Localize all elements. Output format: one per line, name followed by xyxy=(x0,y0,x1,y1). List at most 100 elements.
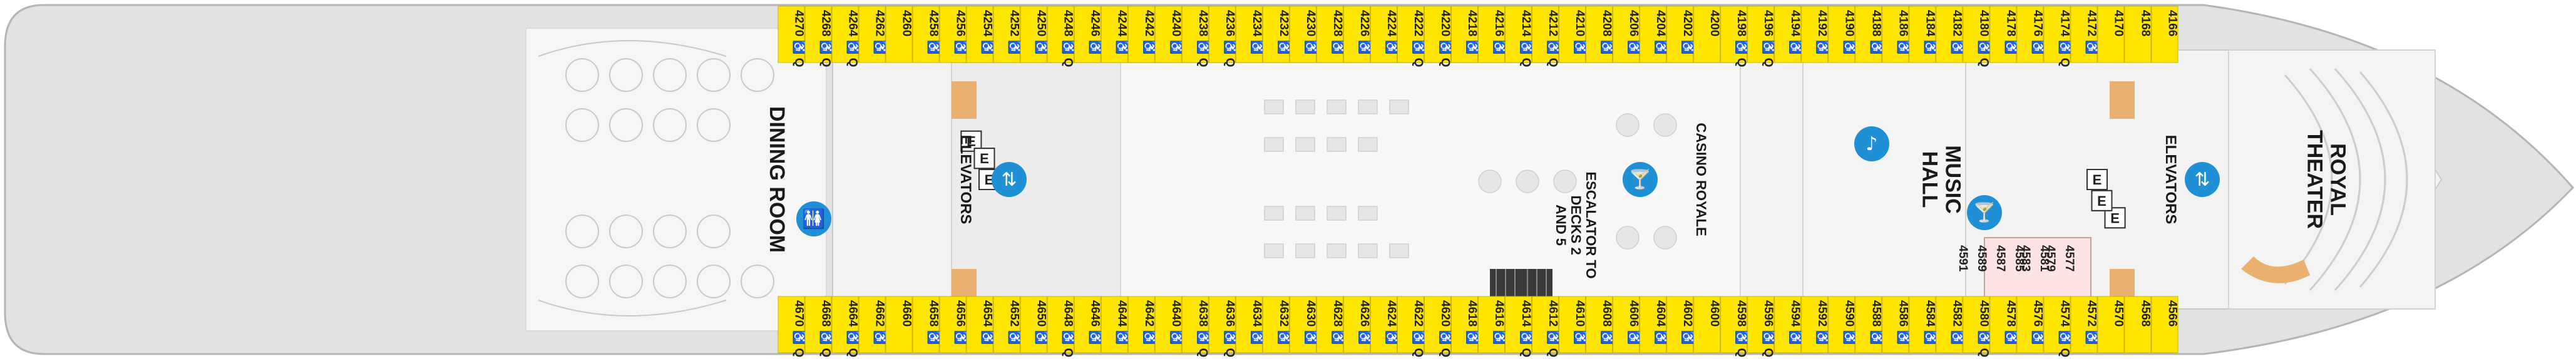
bottom-cabin[interactable]: 4578 ♿ xyxy=(1989,296,2019,353)
top-cabin[interactable]: 4234 ♿ xyxy=(1235,6,1265,63)
top-cabin[interactable]: 4254 ♿ xyxy=(966,6,995,63)
top-cabin[interactable]: 4268 ♿ Q xyxy=(804,6,834,67)
bottom-cabin[interactable]: 4664 ♿ Q xyxy=(831,296,861,357)
bottom-cabin[interactable]: 4580 ♿ Q xyxy=(1963,296,1992,357)
bottom-cabin[interactable]: 4566 xyxy=(2151,296,2179,353)
inner-cabin-number[interactable]: 4577 xyxy=(2063,245,2076,271)
bottom-cabin[interactable]: 4660 xyxy=(885,296,913,353)
bottom-cabin[interactable]: 4668 ♿ Q xyxy=(804,296,834,357)
top-cabin[interactable]: 4176 ♿ xyxy=(2016,6,2046,63)
top-cabin[interactable]: 4206 ♿ xyxy=(1613,6,1642,63)
bottom-cabin[interactable]: 4652 ♿ xyxy=(993,296,1022,353)
top-cabin[interactable]: 4216 ♿ xyxy=(1478,6,1507,63)
top-cabin[interactable]: 4174 ♿ Q xyxy=(2043,6,2073,67)
bottom-cabin[interactable]: 4646 ♿ xyxy=(1074,296,1103,353)
bottom-cabin[interactable]: 4568 xyxy=(2124,296,2152,353)
bottom-cabin[interactable]: 4640 ♿ xyxy=(1154,296,1184,353)
top-cabin[interactable]: 4270 ♿ Q xyxy=(777,6,807,67)
top-cabin[interactable]: 4256 ♿ xyxy=(939,6,968,63)
top-cabin[interactable]: 4264 ♿ Q xyxy=(831,6,861,67)
top-cabin[interactable]: 4192 ♿ xyxy=(1801,6,1830,63)
bottom-cabin[interactable]: 4650 ♿ xyxy=(1020,296,1049,353)
bottom-cabin[interactable]: 4586 ♿ xyxy=(1882,296,1911,353)
bottom-cabin[interactable]: 4596 ♿ Q xyxy=(1747,296,1777,357)
top-cabin[interactable]: 4212 ♿ Q xyxy=(1532,6,1561,67)
bottom-cabin[interactable]: 4600 xyxy=(1693,296,1722,353)
bottom-cabin[interactable]: 4636 ♿ Q xyxy=(1208,296,1238,357)
top-cabin[interactable]: 4190 ♿ xyxy=(1828,6,1857,63)
bottom-cabin[interactable]: 4572 ♿ xyxy=(2070,296,2100,353)
inner-cabin-number[interactable]: 4581 xyxy=(2038,245,2051,272)
inner-cabin-number[interactable]: 4579 xyxy=(2044,245,2057,271)
top-cabin[interactable]: 4232 ♿ xyxy=(1262,6,1291,63)
bottom-cabin[interactable]: 4638 ♿ Q xyxy=(1181,296,1211,357)
bottom-cabin[interactable]: 4642 ♿ xyxy=(1127,296,1157,353)
inner-cabin-number[interactable]: 4587 xyxy=(1994,245,2007,271)
bottom-cabin[interactable]: 4656 ♿ xyxy=(939,296,968,353)
top-cabin[interactable]: 4244 ♿ xyxy=(1101,6,1130,63)
top-cabin[interactable]: 4198 ♿ Q xyxy=(1720,6,1750,67)
bottom-cabin[interactable]: 4598 ♿ Q xyxy=(1720,296,1750,357)
top-cabin[interactable]: 4196 ♿ Q xyxy=(1747,6,1777,67)
top-cabin[interactable]: 4218 ♿ xyxy=(1450,6,1480,63)
top-cabin[interactable]: 4184 ♿ xyxy=(1909,6,1938,63)
inner-cabin-number[interactable]: 4583 xyxy=(2019,245,2032,271)
bottom-cabin[interactable]: 4606 ♿ xyxy=(1613,296,1642,353)
bottom-cabin[interactable]: 4592 ♿ xyxy=(1801,296,1830,353)
bottom-cabin[interactable]: 4654 ♿ xyxy=(966,296,995,353)
bottom-cabin[interactable]: 4648 ♿ Q xyxy=(1047,296,1076,357)
top-cabin[interactable]: 4236 ♿ Q xyxy=(1208,6,1238,67)
top-cabin[interactable]: 4178 ♿ xyxy=(1989,6,2019,63)
top-cabin[interactable]: 4230 ♿ xyxy=(1289,6,1318,63)
bottom-cabin[interactable]: 4626 ♿ xyxy=(1343,296,1372,353)
top-cabin[interactable]: 4214 ♿ Q xyxy=(1505,6,1534,67)
bottom-cabin[interactable]: 4632 ♿ xyxy=(1262,296,1291,353)
bottom-cabin[interactable]: 4662 ♿ xyxy=(858,296,888,353)
top-cabin[interactable]: 4172 ♿ xyxy=(2070,6,2100,63)
bottom-cabin[interactable]: 4584 ♿ xyxy=(1909,296,1938,353)
bottom-cabin[interactable]: 4602 ♿ xyxy=(1666,296,1696,353)
bottom-cabin[interactable]: 4590 ♿ xyxy=(1828,296,1857,353)
bottom-cabin[interactable]: 4630 ♿ xyxy=(1289,296,1318,353)
top-cabin[interactable]: 4260 xyxy=(885,6,913,63)
bottom-cabin[interactable]: 4616 ♿ xyxy=(1478,296,1507,353)
top-cabin[interactable]: 4210 ♿ xyxy=(1559,6,1588,63)
top-cabin[interactable]: 4180 ♿ Q xyxy=(1963,6,1992,67)
inner-cabin-number[interactable]: 4591 xyxy=(1956,245,1969,272)
bottom-cabin[interactable]: 4608 ♿ xyxy=(1586,296,1615,353)
bottom-cabin[interactable]: 4574 ♿ Q xyxy=(2043,296,2073,357)
top-cabin[interactable]: 4224 ♿ xyxy=(1370,6,1399,63)
top-cabin[interactable]: 4166 xyxy=(2151,6,2179,63)
bottom-cabin[interactable]: 4620 ♿ Q xyxy=(1424,296,1453,357)
bottom-cabin[interactable]: 4634 ♿ xyxy=(1235,296,1265,353)
top-cabin[interactable]: 4188 ♿ xyxy=(1855,6,1884,63)
top-cabin[interactable]: 4170 xyxy=(2097,6,2125,63)
bottom-cabin[interactable]: 4570 xyxy=(2097,296,2125,353)
bottom-cabin[interactable]: 4618 ♿ xyxy=(1450,296,1480,353)
bottom-cabin[interactable]: 4588 ♿ xyxy=(1855,296,1884,353)
top-cabin[interactable]: 4242 ♿ xyxy=(1127,6,1157,63)
top-cabin[interactable]: 4204 ♿ xyxy=(1640,6,1669,63)
bottom-cabin[interactable]: 4622 ♿ Q xyxy=(1397,296,1426,357)
top-cabin[interactable]: 4246 ♿ xyxy=(1074,6,1103,63)
top-cabin[interactable]: 4202 ♿ xyxy=(1666,6,1696,63)
top-cabin[interactable]: 4222 ♿ Q xyxy=(1397,6,1426,67)
top-cabin[interactable]: 4194 ♿ xyxy=(1774,6,1804,63)
top-cabin[interactable]: 4186 ♿ xyxy=(1882,6,1911,63)
top-cabin[interactable]: 4220 ♿ Q xyxy=(1424,6,1453,67)
top-cabin[interactable]: 4248 ♿ Q xyxy=(1047,6,1076,67)
top-cabin[interactable]: 4240 ♿ xyxy=(1154,6,1184,63)
inner-cabin-number[interactable]: 4589 xyxy=(1975,245,1988,271)
bottom-cabin[interactable]: 4670 ♿ Q xyxy=(777,296,807,357)
top-cabin[interactable]: 4226 ♿ xyxy=(1343,6,1372,63)
top-cabin[interactable]: 4200 xyxy=(1693,6,1722,63)
top-cabin[interactable]: 4252 ♿ xyxy=(993,6,1022,63)
bottom-cabin[interactable]: 4576 ♿ xyxy=(2016,296,2046,353)
bottom-cabin[interactable]: 4614 ♿ Q xyxy=(1505,296,1534,357)
inner-cabin-number[interactable]: 4585 xyxy=(2013,245,2026,272)
bottom-cabin[interactable]: 4658 ♿ xyxy=(912,296,942,353)
bottom-cabin[interactable]: 4594 ♿ xyxy=(1774,296,1804,353)
top-cabin[interactable]: 4258 ♿ xyxy=(912,6,942,63)
bottom-cabin[interactable]: 4582 ♿ xyxy=(1936,296,1965,353)
top-cabin[interactable]: 4208 ♿ xyxy=(1586,6,1615,63)
